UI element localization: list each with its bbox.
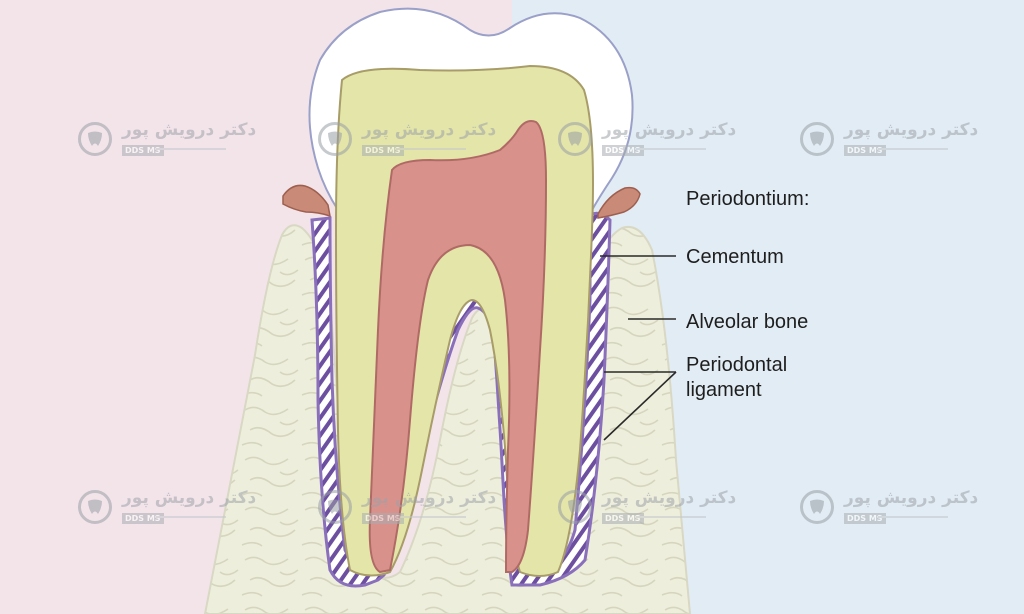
label-periodontal-ligament-line1: Periodontal [686,354,788,376]
watermark: دکتر درویش پور DDS MS [78,120,258,164]
watermark-badge: DDS MS [602,513,644,524]
watermark-badge: DDS MS [122,513,164,524]
label-cementum: Cementum [686,246,784,268]
tooth-logo-icon [318,490,352,524]
watermark-brand: دکتر درویش پور [122,488,257,508]
label-periodontal-ligament-line2: ligament [686,379,762,401]
watermark: دکتر درویش پور DDS MS [318,120,498,164]
watermark-badge: DDS MS [362,145,404,156]
tooth-logo-icon [558,122,592,156]
watermark-badge: DDS MS [844,513,886,524]
tooth-logo-icon [78,490,112,524]
watermark-badge: DDS MS [122,145,164,156]
watermark-badge: DDS MS [362,513,404,524]
watermark: دکتر درویش پور DDS MS [78,488,258,532]
watermark-brand: دکتر درویش پور [362,120,497,140]
label-periodontium: Periodontium: [686,188,810,210]
watermark: دکتر درویش پور DDS MS [800,488,980,532]
watermark-brand: دکتر درویش پور [362,488,497,508]
watermark: دکتر درویش پور DDS MS [558,488,738,532]
watermark: دکتر درویش پور DDS MS [558,120,738,164]
pulp-shape [368,120,548,574]
watermark-brand: دکتر درویش پور [602,120,737,140]
watermark-brand: دکتر درویش پور [844,120,979,140]
tooth-logo-icon [318,122,352,156]
watermark-brand: دکتر درویش پور [844,488,979,508]
gingiva-right-shape [597,186,641,219]
tooth-logo-icon [800,122,834,156]
gingiva-left-shape [282,184,331,218]
watermark-brand: دکتر درویش پور [602,488,737,508]
tooth-logo-icon [78,122,112,156]
label-alveolar-bone: Alveolar bone [686,311,809,333]
watermark: دکتر درویش پور DDS MS [318,488,498,532]
watermark: دکتر درویش پور DDS MS [800,120,980,164]
watermark-brand: دکتر درویش پور [122,120,257,140]
watermark-badge: DDS MS [602,145,644,156]
tooth-logo-icon [800,490,834,524]
ligament-leader-line-lower [603,371,677,441]
watermark-badge: DDS MS [844,145,886,156]
tooth-logo-icon [558,490,592,524]
